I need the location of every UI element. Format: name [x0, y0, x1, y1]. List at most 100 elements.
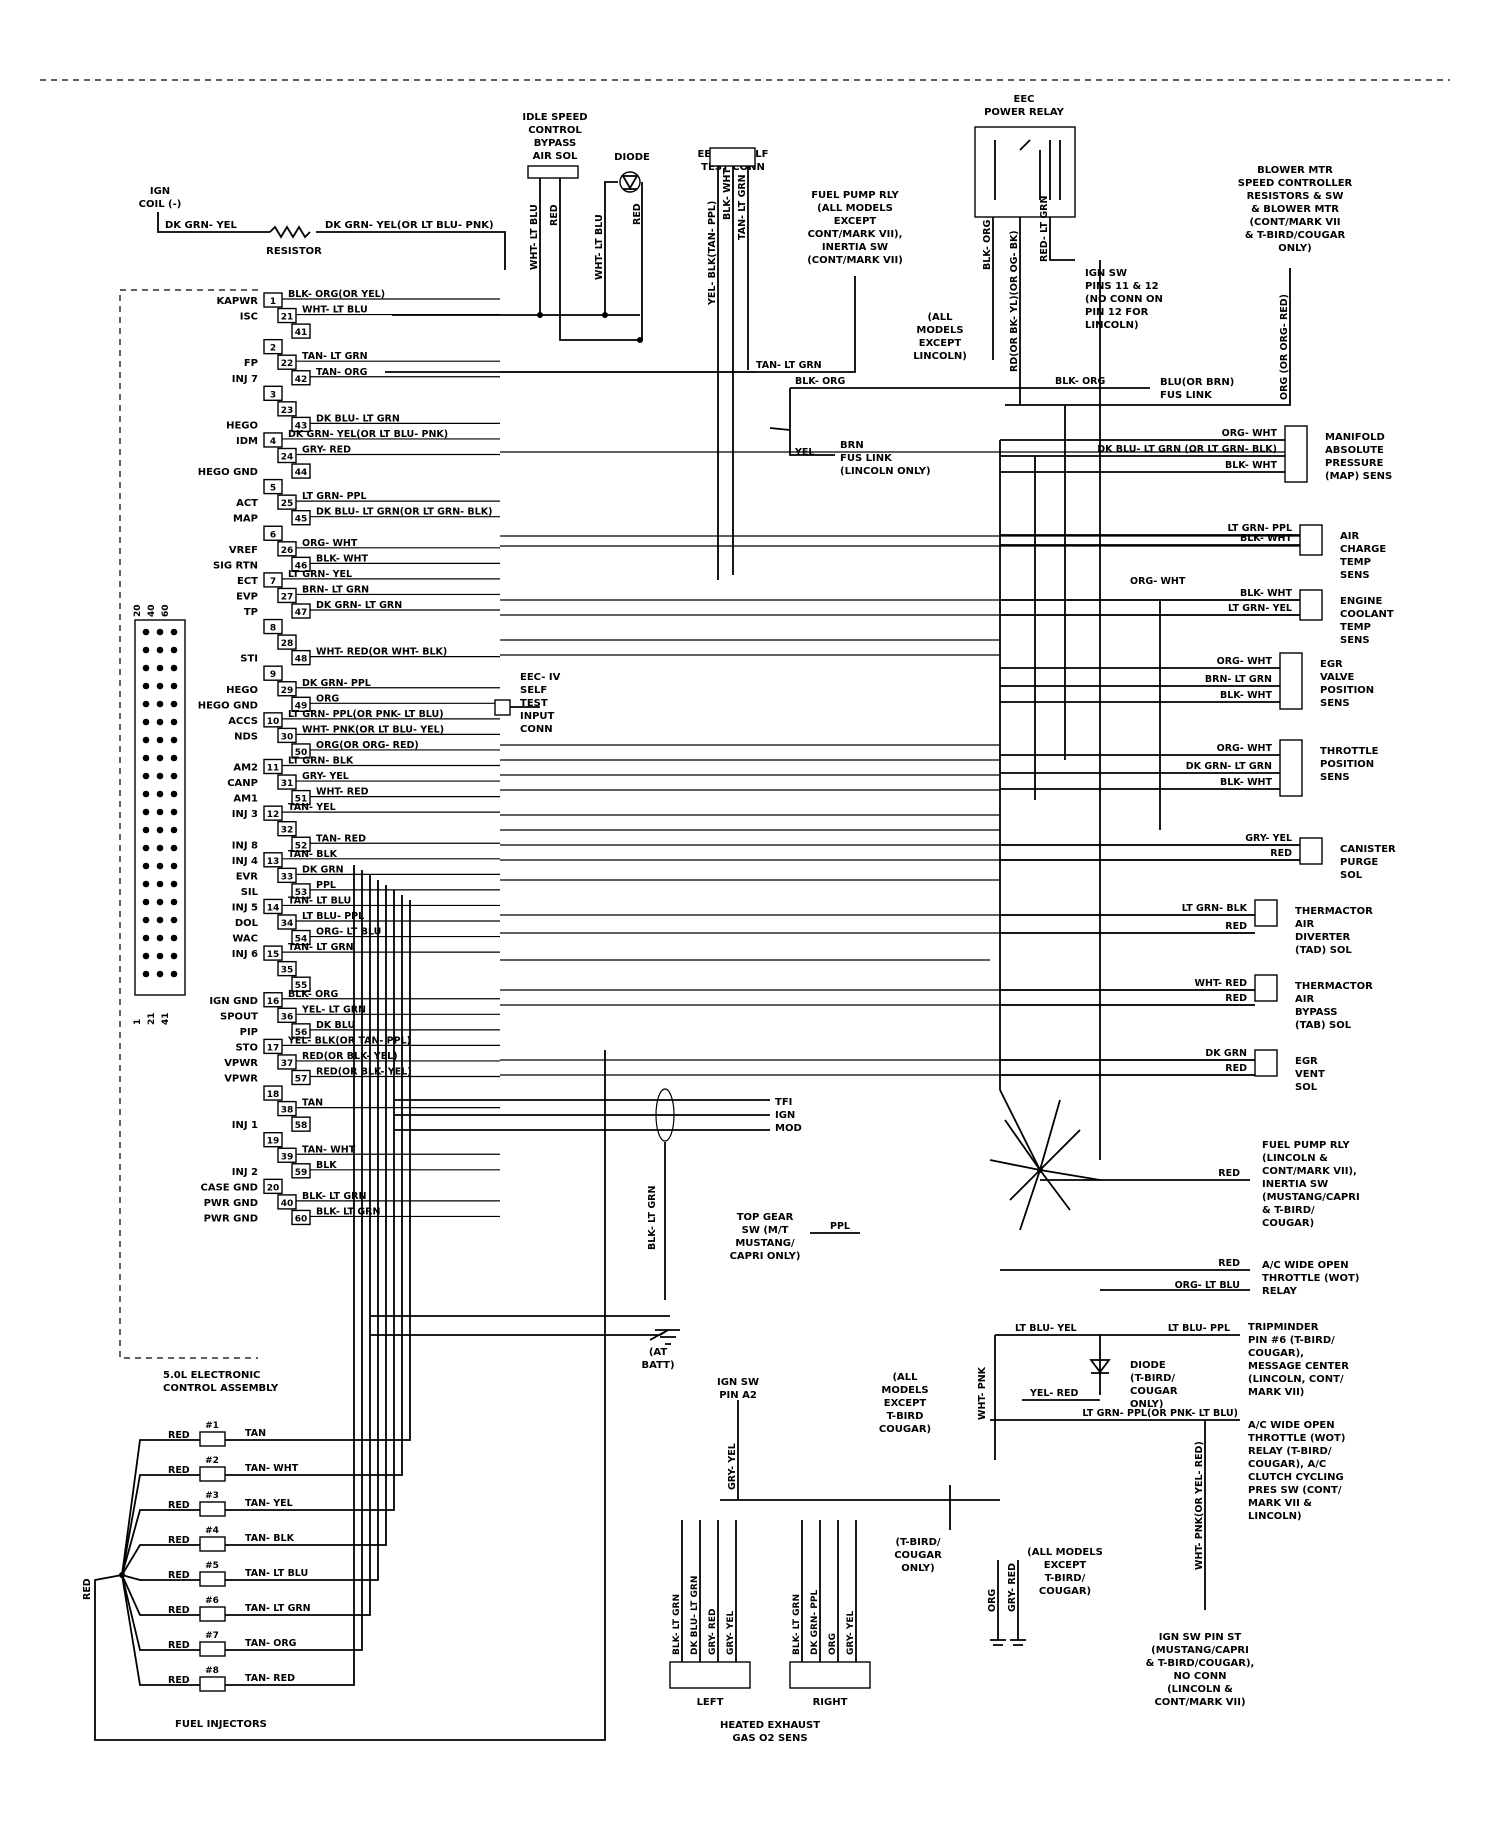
wot-relay-2-label: RELAY (T-BIRD/ [1248, 1446, 1332, 1457]
self-test-wire-label: BLK- WHT [722, 167, 733, 220]
all-models-except-tbird-label: (ALL [892, 1372, 918, 1383]
ecu-wire-label: WHT- RED(OR WHT- BLK) [316, 647, 447, 658]
sti-connector-label: INPUT [520, 711, 555, 722]
ecu-pin-number: 17 [267, 1043, 280, 1053]
ecu-pin-number: 49 [295, 701, 308, 711]
at-batt-label: (AT [649, 1347, 668, 1358]
hego-right [789, 1661, 871, 1689]
map-sensor-wire-label: BLK- WHT [1225, 460, 1278, 471]
ecu-pin-number: 5 [270, 484, 276, 494]
ecu-wire-label: TAN- YEL [288, 802, 336, 813]
tps-sensor-wire-label: BLK- WHT [1220, 777, 1273, 788]
diode-label: DIODE [614, 152, 650, 163]
hego-left-label: LEFT [697, 1697, 724, 1708]
ecu-wire-label: YEL- LT GRN [301, 1004, 366, 1015]
ign-coil-label: COIL (-) [139, 199, 182, 210]
ecu-connector-pin [156, 682, 164, 690]
ecu-wire-label: YEL- BLK(OR TAN- PPL) [287, 1035, 411, 1046]
ecu-pin-label: PWR GND [204, 1213, 258, 1224]
hego-right-wire-label: ORG [828, 1633, 838, 1655]
ecu-pin-box [277, 1007, 297, 1023]
tfi-shield [655, 1088, 675, 1142]
ecu-pin-label: AM1 [233, 794, 258, 805]
injector-wire [225, 895, 403, 1476]
injector-number: #4 [205, 1526, 219, 1536]
ecu-connector-pin [142, 646, 150, 654]
eec-relay-internals [994, 139, 1061, 200]
eec-relay-label: POWER RELAY [984, 107, 1065, 118]
ecu-connector-pin [170, 628, 178, 636]
ecu-pin-box [277, 727, 297, 744]
ecu-connector-pin [142, 952, 150, 960]
ecu-pin-number: 2 [270, 344, 276, 354]
ecu-connector-pin [170, 700, 178, 708]
ecu-connector-pin [156, 772, 164, 780]
ecu-connector-pin [142, 862, 150, 870]
ecu-pin-label: EVP [236, 591, 258, 602]
self-test-wire-label: YEL- BLK(TAN- PPL) [707, 201, 718, 306]
hego-heater-bus [720, 1485, 1000, 1530]
ect-sensor-label: SENS [1340, 635, 1370, 646]
isc-wire-2 [559, 178, 640, 341]
act-sensor-label: TEMP [1340, 557, 1371, 568]
ecu-connector-pin [142, 934, 150, 942]
egr-sensor-label: VALVE [1320, 672, 1355, 683]
tbird-only-label: COUGAR [894, 1550, 942, 1561]
ecu-pin-number: 10 [267, 717, 280, 727]
ecu-pin-box [291, 929, 311, 946]
ecu-wire-label: DK GRN [302, 864, 344, 875]
fuel-pump-relay-label: (ALL MODELS [817, 203, 893, 214]
ecu-wire-label: RED(OR BLK- YEL) [316, 1067, 412, 1078]
injector-wire [225, 865, 355, 1686]
injector-red-wire [121, 1439, 200, 1576]
ecu-pin-label: INJ 2 [232, 1167, 258, 1178]
ect-org-wht-label: ORG- WHT [1130, 576, 1186, 587]
egr-sensor-wire-label: BLK- WHT [1220, 690, 1273, 701]
injector-wire-label: TAN- WHT [245, 1463, 299, 1474]
fuel-pump-relay-label: CONT/MARK VII), [808, 229, 903, 240]
ecu-pin-number: 58 [295, 1121, 308, 1131]
tps-sensor-label: POSITION [1320, 759, 1374, 770]
all-models-except-tbird-2-label: COUGAR) [1039, 1586, 1091, 1597]
all-models-except-lincoln-label: EXCEPT [919, 338, 962, 349]
injector-wire-label: TAN- YEL [245, 1498, 293, 1509]
blower-label: RESISTORS & SW [1247, 191, 1344, 202]
ecu-wire-label: BLK- WHT [316, 553, 369, 564]
fuel-pump-relay-2-wire-label: RED [1218, 1168, 1240, 1179]
isc-wire-label: WHT- LT BLU [529, 204, 540, 270]
injector [199, 1536, 226, 1552]
gry-red-label: GRY- RED [1007, 1563, 1018, 1612]
gry-yel-label: GRY- YEL [727, 1443, 738, 1490]
ecu-pin-number: 3 [270, 390, 276, 400]
ect-sensor-label: COOLANT [1340, 609, 1394, 620]
tripminder-label: (LINCOLN, CONT/ [1248, 1374, 1344, 1385]
injector-red-label: RED [168, 1570, 190, 1581]
fuel-pump-relay-label: INERTIA SW [822, 242, 888, 253]
ecu-pin-number: 7 [270, 577, 276, 587]
isc-solenoid-label: AIR SOL [533, 151, 578, 162]
tad-solenoid-label: (TAD) SOL [1295, 945, 1352, 956]
ecu-pin-number: 35 [281, 966, 294, 976]
ecu-connector-pin [156, 646, 164, 654]
ign-sw-11-12-label: PINS 11 & 12 [1085, 281, 1159, 292]
tripminder-box [994, 1334, 1101, 1460]
ecu-pin-number: 45 [295, 515, 308, 525]
ecu-pin-box [277, 634, 297, 650]
ecu-pin-box [291, 649, 311, 666]
evr-solenoid-label: VENT [1295, 1069, 1325, 1080]
ecu-wire-label: DK BLU- LT GRN(OR LT GRN- BLK) [316, 507, 492, 518]
ecu-pin-box [291, 1209, 311, 1226]
ecu-pin-label: INJ 8 [232, 840, 258, 851]
wot-relay-2-label: PRES SW (CONT/ [1248, 1485, 1342, 1496]
coil-wire-label: DK GRN- YEL [165, 220, 238, 231]
ecu-pin-number: 9 [270, 670, 276, 680]
all-models-except-lincoln-label: MODELS [916, 325, 963, 336]
ecu-pin-box [263, 852, 283, 868]
ecu-wire-label: DK BLU- LT GRN [316, 413, 400, 424]
ign-sw-11-12-label: PIN 12 FOR [1085, 307, 1149, 318]
ecu-pin-box [263, 945, 283, 961]
connector-number: 41 [161, 1012, 171, 1025]
fus-link-label: BLU(OR BRN) [1160, 377, 1234, 388]
tfi-module-label: MOD [775, 1123, 802, 1134]
ecu-pin-number: 26 [281, 546, 294, 556]
